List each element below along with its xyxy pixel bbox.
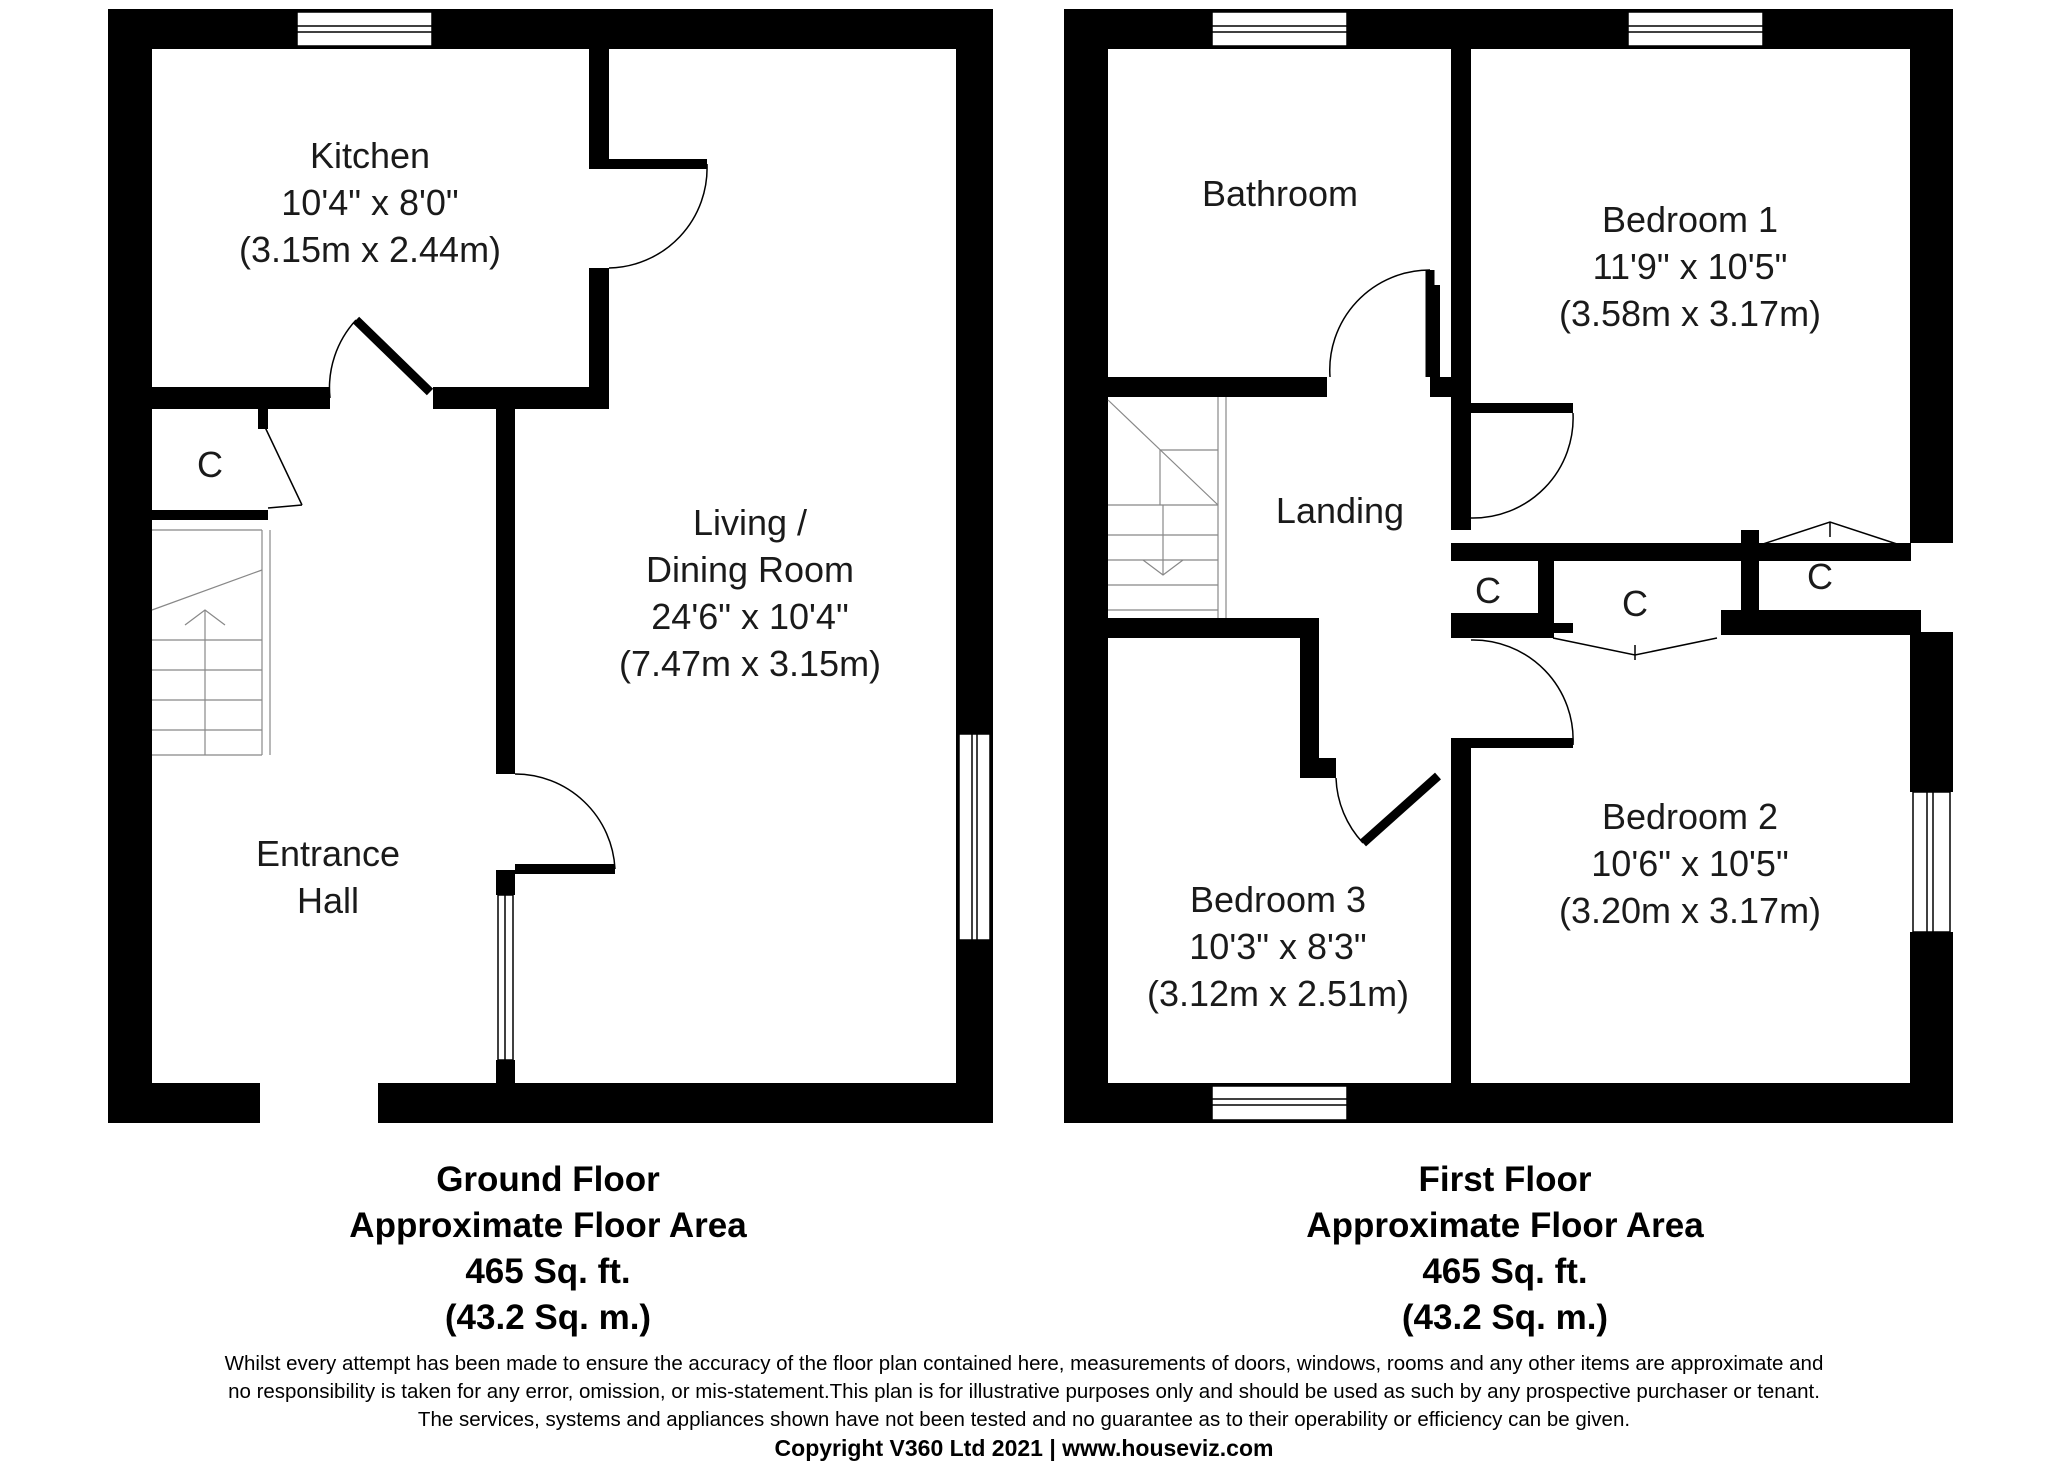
bedroom1-name: Bedroom 1 bbox=[1602, 199, 1778, 240]
bedroom1-metric-size: (3.58m x 3.17m) bbox=[1559, 293, 1821, 334]
first-floor-area-metric: (43.2 Sq. m.) bbox=[1401, 1298, 1609, 1337]
bedroom3-imperial-size: 10'3" x 8'3" bbox=[1189, 926, 1366, 967]
disclaimer-line-1: Whilst every attempt has been made to en… bbox=[224, 1352, 1824, 1375]
first-floor-windows bbox=[1211, 11, 1951, 1121]
first-cupboard-label-3: C bbox=[1807, 556, 1833, 597]
disclaimer-line-2: no responsibility is taken for any error… bbox=[228, 1380, 1820, 1403]
ground-floor-walls bbox=[108, 9, 993, 1123]
first-floor-stairs bbox=[1107, 397, 1227, 618]
disclaimer: Whilst every attempt has been made to en… bbox=[0, 1350, 2048, 1462]
ground-cupboard-label: C bbox=[197, 444, 223, 485]
bedroom3-metric-size: (3.12m x 2.51m) bbox=[1147, 973, 1409, 1014]
ground-floor-subtitle: Approximate Floor Area bbox=[349, 1206, 747, 1245]
landing-name: Landing bbox=[1276, 490, 1404, 531]
living-metric-size: (7.47m x 3.15m) bbox=[619, 643, 881, 684]
ground-floor-caption: Ground Floor Approximate Floor Area 465 … bbox=[198, 1157, 898, 1341]
hall-name-line1: Entrance bbox=[256, 833, 400, 874]
ground-floor-stairs bbox=[151, 529, 271, 756]
hall-name-line2: Hall bbox=[297, 880, 359, 921]
bathroom-name: Bathroom bbox=[1202, 173, 1358, 214]
ground-floor-title: Ground Floor bbox=[436, 1160, 660, 1199]
kitchen-imperial-size: 10'4" x 8'0" bbox=[281, 182, 458, 223]
copyright-line: Copyright V360 Ltd 2021 | www.houseviz.c… bbox=[774, 1435, 1274, 1461]
kitchen-name: Kitchen bbox=[310, 135, 430, 176]
bedroom2-imperial-size: 10'6" x 10'5" bbox=[1591, 843, 1788, 884]
ground-floor-windows bbox=[296, 11, 991, 1061]
living-imperial-size: 24'6" x 10'4" bbox=[651, 596, 848, 637]
first-cupboard-label-1: C bbox=[1475, 570, 1501, 611]
first-floor-plan: Bathroom Bedroom 1 11'9" x 10'5" (3.58m … bbox=[1064, 9, 1953, 1123]
first-floor-caption: First Floor Approximate Floor Area 465 S… bbox=[1155, 1157, 1855, 1341]
first-floor-title: First Floor bbox=[1418, 1160, 1592, 1199]
first-floor-area-imperial: 465 Sq. ft. bbox=[1422, 1252, 1588, 1291]
first-floor-doors bbox=[1329, 269, 1901, 847]
ground-floor-plan: Kitchen 10'4" x 8'0" (3.15m x 2.44m) Liv… bbox=[108, 9, 993, 1123]
ground-floor-doors bbox=[263, 163, 708, 870]
first-cupboard-label-2: C bbox=[1622, 583, 1648, 624]
ground-floor-area-imperial: 465 Sq. ft. bbox=[465, 1252, 631, 1291]
bedroom3-name: Bedroom 3 bbox=[1190, 879, 1366, 920]
bedroom1-imperial-size: 11'9" x 10'5" bbox=[1593, 246, 1788, 287]
bedroom2-metric-size: (3.20m x 3.17m) bbox=[1559, 890, 1821, 931]
bedroom2-name: Bedroom 2 bbox=[1602, 796, 1778, 837]
first-floor-subtitle: Approximate Floor Area bbox=[1306, 1206, 1704, 1245]
ground-floor-area-metric: (43.2 Sq. m.) bbox=[444, 1298, 652, 1337]
disclaimer-line-3: The services, systems and appliances sho… bbox=[417, 1408, 1631, 1431]
living-name-line2: Dining Room bbox=[646, 549, 854, 590]
kitchen-metric-size: (3.15m x 2.44m) bbox=[239, 229, 501, 270]
living-name-line1: Living / bbox=[693, 502, 807, 543]
